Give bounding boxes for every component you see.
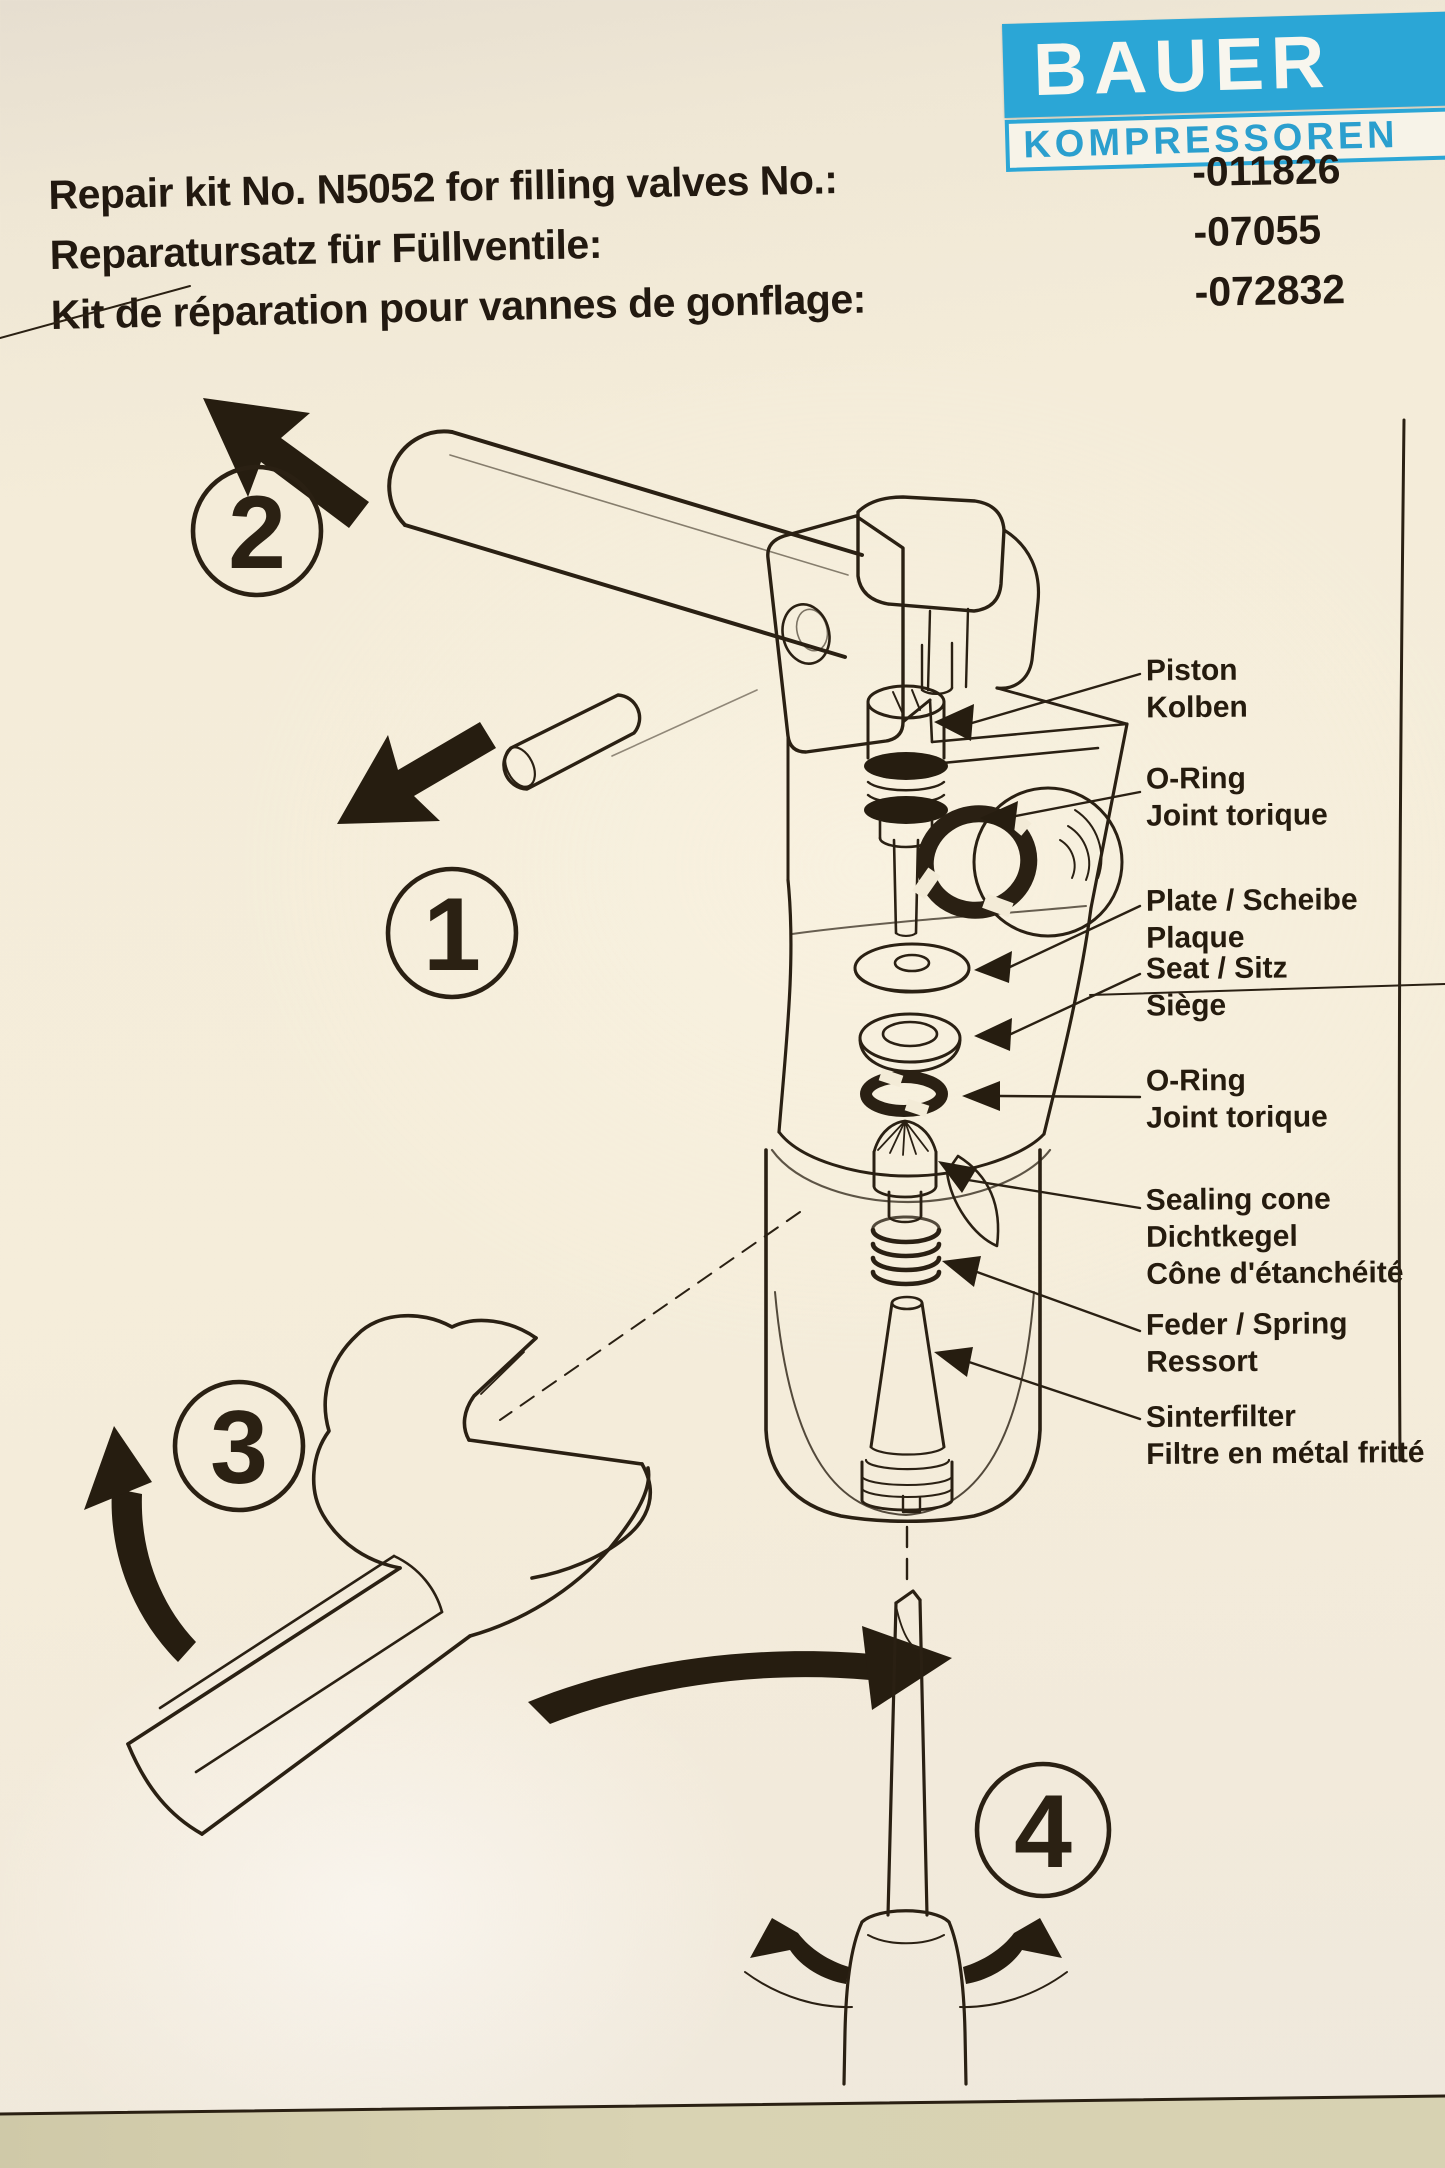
step-circle-1: 1	[385, 866, 519, 1000]
brand-logo-box: BAUER	[1002, 9, 1445, 118]
plate-washer	[853, 942, 971, 994]
step-circle-4: 4	[974, 1761, 1112, 1899]
title-en: Repair kit No. N5052 for filling valves …	[48, 156, 838, 218]
label-oring-small: O-Ring Joint torique	[1145, 1063, 1328, 1135]
arrow-step1-icon	[337, 722, 496, 824]
svg-text:2: 2	[228, 475, 286, 591]
valve-number-de: -07055	[1192, 206, 1322, 256]
valve-number-en: -011826	[1191, 146, 1341, 196]
title-block: Repair kit No. N5052 for filling valves …	[48, 144, 1431, 352]
arrow-step2-icon	[203, 398, 369, 528]
label-sealing-cone: Sealing cone Dichtkegel Cône d'étanchéit…	[1145, 1182, 1404, 1291]
sealing-cone	[872, 1119, 938, 1224]
label-plate: Plate / Scheibe Plaque	[1145, 883, 1358, 955]
wrench	[126, 1313, 652, 1836]
label-piston: Piston Kolben	[1145, 653, 1248, 725]
seat-ring	[858, 1012, 962, 1073]
sinter-filter	[860, 1295, 954, 1514]
screwdriver-rotation-arrows	[744, 1918, 1068, 2009]
step-circle-3: 3	[172, 1379, 306, 1513]
brand-name: BAUER	[1032, 19, 1333, 112]
label-spring: Feder / Spring Ressort	[1145, 1307, 1348, 1379]
svg-text:4: 4	[1014, 1774, 1072, 1890]
guide-lines	[499, 1211, 909, 1588]
valve-body	[764, 495, 1129, 1524]
spring	[870, 1215, 942, 1287]
step-circle-2: 2	[190, 464, 324, 598]
label-seat: Seat / Sitz Siège	[1145, 951, 1288, 1023]
piston	[864, 684, 948, 938]
o-ring-large	[912, 804, 1038, 919]
pivot-pin	[502, 689, 758, 791]
svg-text:1: 1	[423, 877, 481, 993]
wrench-rotation-arrows	[84, 1426, 952, 1724]
title-de: Reparatursatz für Füllventile:	[49, 220, 603, 278]
o-ring-small	[860, 1068, 948, 1118]
label-oring-large: O-Ring Joint torique	[1145, 761, 1328, 833]
valve-number-fr: -072832	[1194, 265, 1346, 316]
lever-rod	[387, 429, 864, 659]
label-sinterfilter: Sinterfilter Filtre en métal fritté	[1145, 1399, 1425, 1471]
screwdriver	[842, 1589, 968, 2086]
svg-text:3: 3	[210, 1390, 268, 1506]
leader-lines	[934, 672, 1142, 1421]
